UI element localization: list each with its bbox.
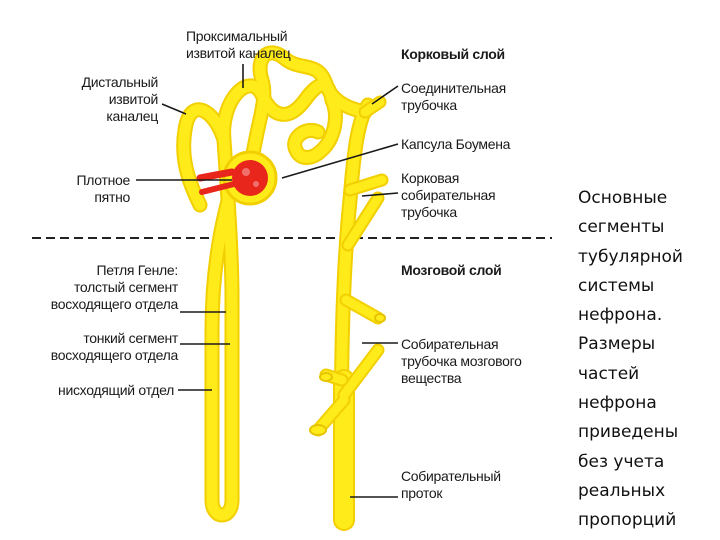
caption-line: нефрона. <box>578 305 663 326</box>
label-line: собирательная <box>401 187 496 203</box>
caption-line: пропорций <box>578 510 677 531</box>
label-line: пятно <box>94 189 130 205</box>
label-line: извитой <box>108 91 159 107</box>
label-line: проток <box>401 485 443 501</box>
label-line: трубочка <box>401 204 457 220</box>
label-macula-densa: Плотное пятно <box>60 172 131 206</box>
caption-line: Основные <box>578 188 668 208</box>
label-descending: нисходящий отдел <box>58 382 174 398</box>
label-thin-segment: тонкий сегмент восходящего отдела <box>22 330 179 364</box>
label-line: трубочка <box>401 97 457 113</box>
caption-line: реальных <box>578 480 666 501</box>
label-line: каналец <box>106 108 158 124</box>
bowman-capsule <box>196 150 278 206</box>
caption-line: сегменты <box>578 217 665 238</box>
caption-line: нефрона <box>578 393 657 414</box>
label-connecting-tubule: Соединительная трубочка <box>401 80 506 114</box>
label-line: Соединительная <box>401 80 506 96</box>
label-line: трубочка мозгового <box>401 353 522 369</box>
leader-lines <box>136 64 399 498</box>
label-line: восходящего отдела <box>50 296 179 312</box>
label-line: тонкий сегмент <box>83 330 178 346</box>
label-distal: Дистальный извитой каналец <box>58 74 159 125</box>
collecting-duct <box>309 95 389 531</box>
label-bowman: Капсула Боумена <box>401 136 511 152</box>
caption-line: без учета <box>578 451 665 472</box>
label-collecting-duct: Собирательный проток <box>401 468 501 502</box>
label-line: Собирательная <box>401 336 499 352</box>
label-proximal: Проксимальный извитой каналец <box>186 28 291 62</box>
caption-line: Размеры <box>578 334 656 355</box>
label-line: извитой каналец <box>186 45 291 61</box>
label-line: Собирательный <box>401 468 501 484</box>
label-line: Проксимальный <box>186 28 288 44</box>
label-line: Плотное <box>76 172 131 188</box>
label-cortical-collecting: Корковая собирательная трубочка <box>401 170 496 221</box>
caption-line: тубулярной <box>578 246 683 267</box>
label-medullary-collecting: Собирательная трубочка мозгового веществ… <box>401 336 522 387</box>
label-line: толстый сегмент <box>73 279 178 295</box>
label-medulla: Мозговой слой <box>401 262 502 278</box>
caption-line: частей <box>578 363 640 384</box>
caption-line: системы <box>578 275 655 296</box>
label-line: вещества <box>401 370 462 386</box>
caption: Основные сегменты тубулярной системы неф… <box>578 184 718 536</box>
label-line: Петля Генле: <box>96 262 178 278</box>
caption-line: приведены <box>578 422 679 443</box>
label-line: восходящего отдела <box>50 347 179 363</box>
label-henle-thick: Петля Генле: толстый сегмент восходящего… <box>22 262 179 313</box>
glomerulus <box>232 160 268 196</box>
label-line: Корковая <box>401 170 460 186</box>
label-line: Дистальный <box>81 74 159 90</box>
nephron-tubule <box>176 45 376 523</box>
label-cortex: Корковый слой <box>401 46 505 62</box>
